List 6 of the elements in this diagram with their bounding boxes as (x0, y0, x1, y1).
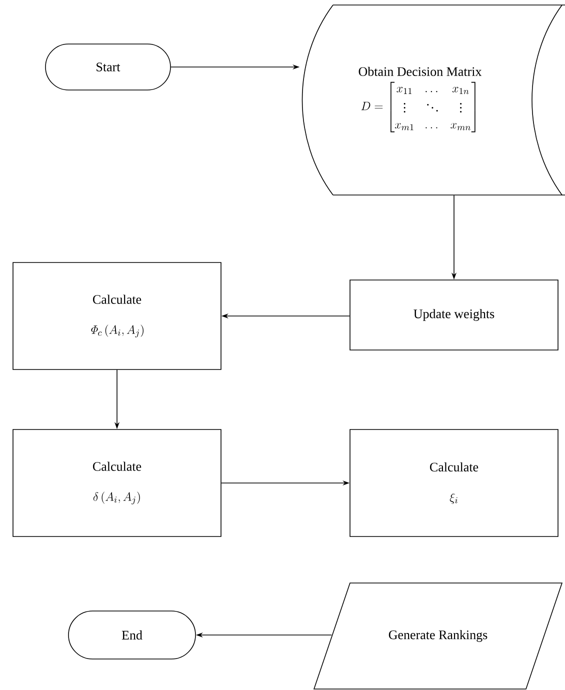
process-box: Calculate $\mathit{\Phi}_c\,(A_i, A_j)$ (12, 262, 222, 370)
process-box: Calculate $\delta\,(A_i, A_j)$ (12, 429, 222, 537)
terminal-box: End (68, 610, 196, 660)
process-box: Calculate $\xi_i$ (350, 429, 558, 537)
terminal-box: Start (45, 44, 171, 90)
process-box: Update weights (350, 280, 558, 350)
